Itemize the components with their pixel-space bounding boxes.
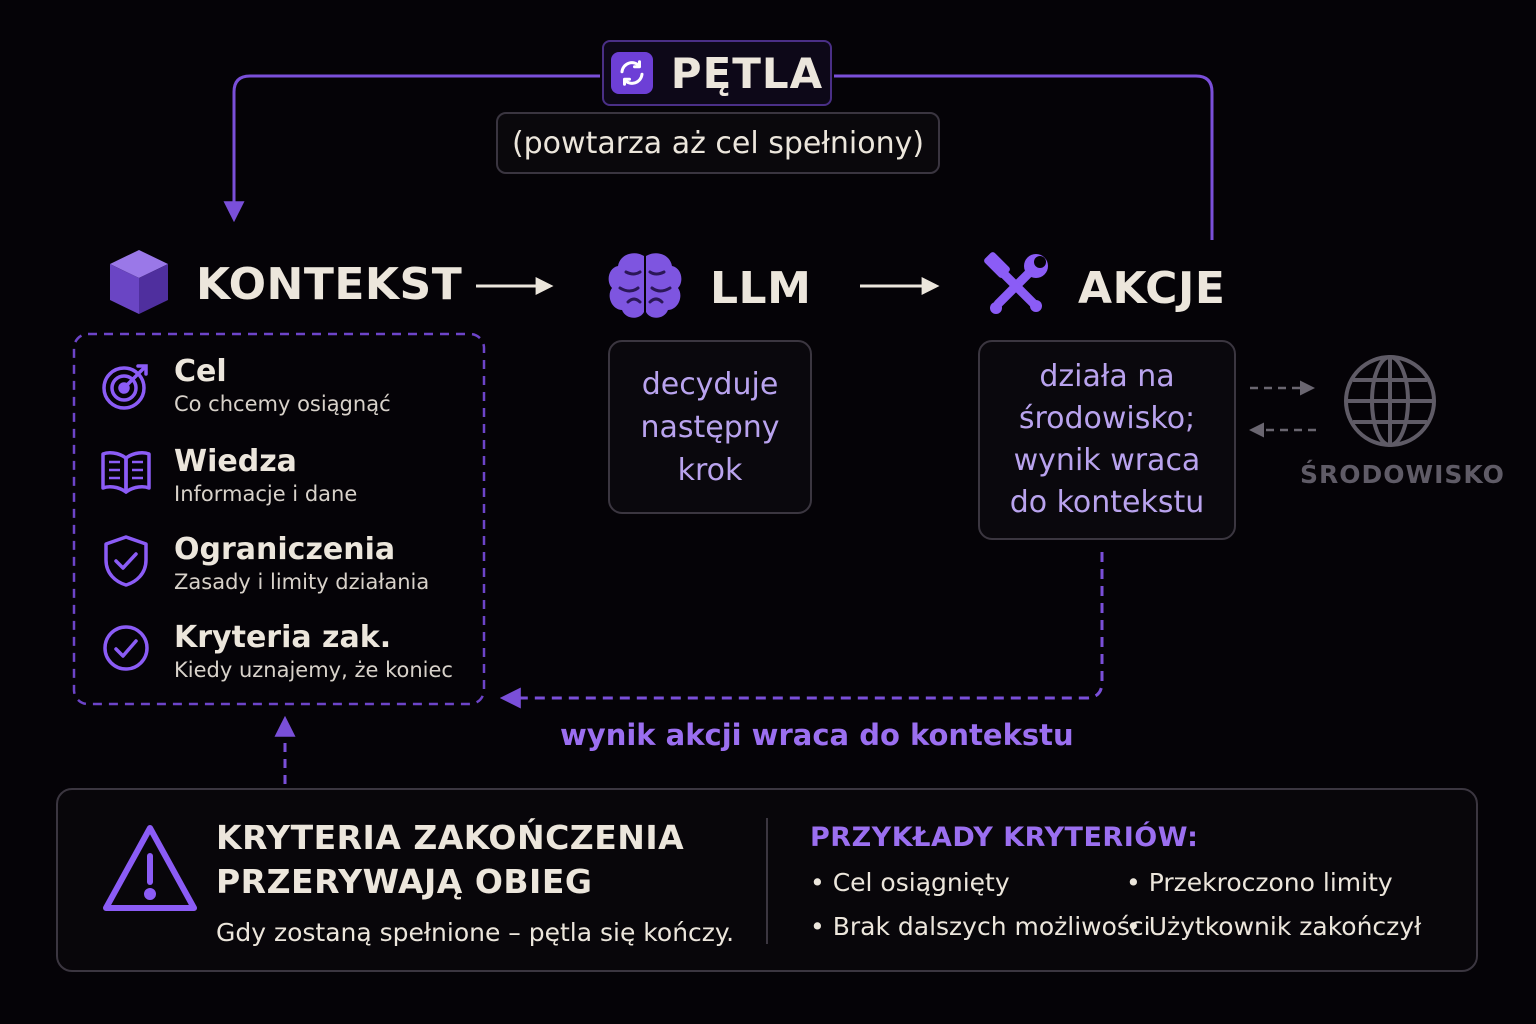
termination-text: KRYTERIA ZAKOŃCZENIA PRZERYWAJĄ OBIEG Gd… <box>216 816 734 947</box>
return-line <box>499 552 1104 709</box>
context-item-title: Wiedza <box>174 444 297 479</box>
examples-heading: PRZYKŁADY KRYTERIÓW: <box>810 822 1199 853</box>
check-circle-icon <box>100 622 152 682</box>
loop-badge: PĘTLA <box>602 40 832 106</box>
actions-desc-line: do kontekstu <box>1009 485 1205 520</box>
context-item: Cel Co chcemy osiągnąć <box>100 354 391 416</box>
context-item: Wiedza Informacje i dane <box>100 444 357 506</box>
example-item: Użytkownik zakończył <box>1126 912 1422 941</box>
llm-desc-line: następny <box>640 409 780 445</box>
termination-title-line: KRYTERIA ZAKOŃCZENIA <box>216 818 685 857</box>
llm-description-box: decyduje następny krok <box>608 340 812 514</box>
termination-title-line: PRZERYWAJĄ OBIEG <box>216 862 593 901</box>
panel-divider <box>766 818 768 944</box>
globe-icon <box>1341 355 1439 454</box>
warning-icon <box>100 822 200 918</box>
llm-node: LLM <box>604 248 811 328</box>
example-item: Cel osiągnięty <box>810 868 1010 897</box>
context-item-subtitle: Co chcemy osiągnąć <box>174 392 391 416</box>
target-icon <box>100 360 152 416</box>
loop-line <box>223 74 600 223</box>
llm-desc-line: decyduje <box>641 366 779 402</box>
llm-title: LLM <box>710 262 812 314</box>
actions-node: AKCJE <box>980 250 1225 326</box>
loop-title: PĘTLA <box>670 48 824 98</box>
environment-label: ŚRODOWISKO <box>1300 460 1505 489</box>
cube-icon <box>104 246 174 322</box>
context-node: KONTEKST <box>104 246 462 322</box>
llm-desc-line: krok <box>677 452 743 488</box>
context-item-title: Cel <box>174 354 227 389</box>
return-label: wynik akcji wraca do kontekstu <box>560 718 1074 752</box>
actions-desc-line: działa na <box>1039 359 1175 394</box>
context-item-subtitle: Kiedy uznajemy, że koniec <box>174 658 453 682</box>
refresh-icon <box>610 52 653 94</box>
actions-title: AKCJE <box>1078 262 1226 314</box>
termination-subtitle: Gdy zostaną spełnione – pętla się kończy… <box>216 918 735 947</box>
actions-description-box: działa na środowisko; wynik wraca do kon… <box>978 340 1236 540</box>
context-item-subtitle: Informacje i dane <box>174 482 358 506</box>
context-item-subtitle: Zasady i limity działania <box>174 570 430 594</box>
context-title: KONTEKST <box>196 258 463 310</box>
tools-icon <box>980 250 1052 326</box>
context-item: Kryteria zak. Kiedy uznajemy, że koniec <box>100 620 453 682</box>
loop-line-right <box>834 74 1214 240</box>
context-item: Ograniczenia Zasady i limity działania <box>100 532 429 594</box>
actions-desc-line: środowisko; <box>1018 401 1196 436</box>
shield-check-icon <box>100 534 152 594</box>
actions-desc-line: wynik wraca <box>1013 443 1201 478</box>
environment-node: ŚRODOWISKO <box>1300 352 1505 489</box>
termination-panel: KRYTERIA ZAKOŃCZENIA PRZERYWAJĄ OBIEG Gd… <box>56 788 1478 972</box>
context-item-title: Ograniczenia <box>174 532 396 567</box>
example-item: Brak dalszych możliwości <box>810 912 1151 941</box>
loop-subtitle: (powtarza aż cel spełniony) <box>496 112 940 174</box>
example-item: Przekroczono limity <box>1126 868 1393 897</box>
context-item-title: Kryteria zak. <box>174 620 392 655</box>
book-icon <box>100 448 152 506</box>
brain-icon <box>604 248 686 328</box>
